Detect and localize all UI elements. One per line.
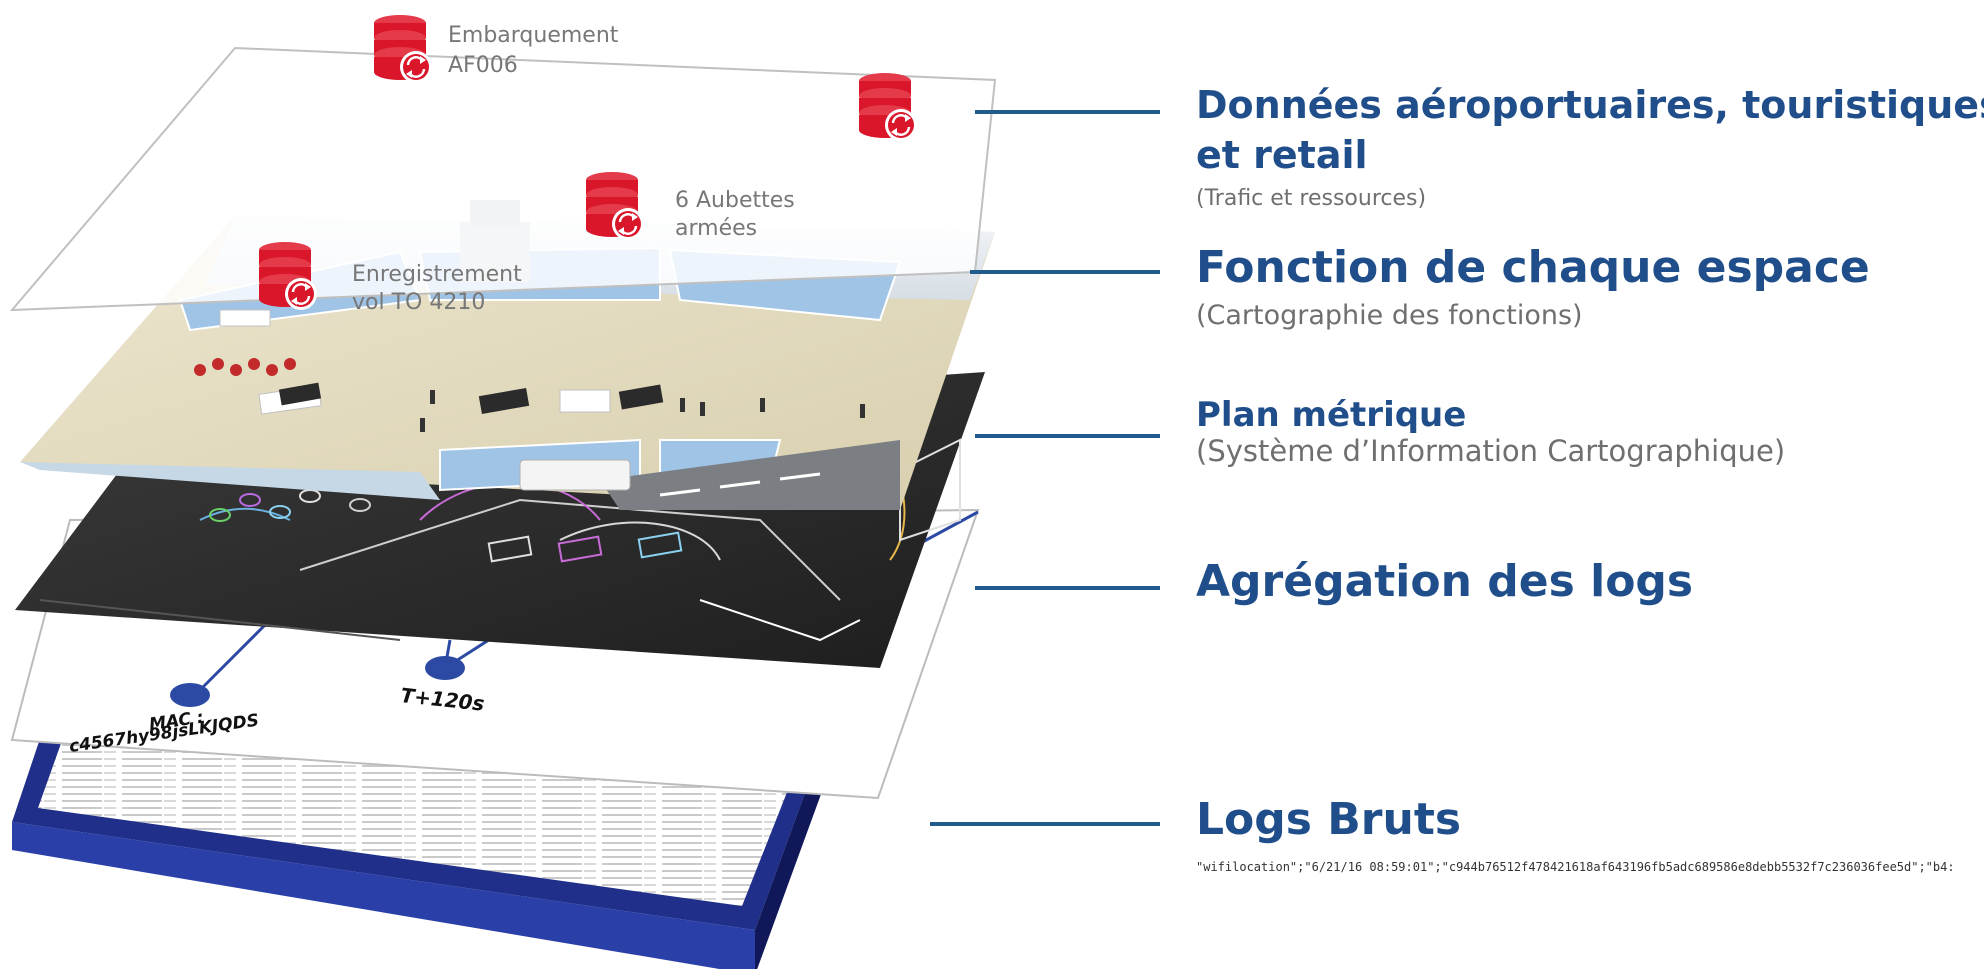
log-node	[425, 656, 465, 680]
db-aubettes: 6 Aubettes armées	[584, 170, 795, 242]
database-sync-icon	[257, 240, 319, 312]
db-boarding-line2: AF006	[448, 53, 518, 78]
db-boarding: Embarquement AF006	[372, 13, 619, 85]
db-checkin: Enregistrement vol TO 4210	[257, 240, 522, 315]
db-boarding-line1: Embarquement	[448, 23, 619, 48]
log-node	[170, 683, 210, 707]
db-checkin-line1: Enregistrement	[352, 262, 522, 287]
db-checkin-line2: vol TO 4210	[352, 290, 485, 315]
log-link	[198, 618, 272, 692]
connectors	[930, 110, 1160, 826]
database-sync-icon	[857, 71, 919, 143]
db-aubettes-line1: 6 Aubettes	[675, 188, 795, 213]
database-sync-icon	[372, 13, 434, 85]
database-sync-icon	[584, 170, 646, 242]
db-top-right	[857, 71, 919, 143]
db-aubettes-line2: armées	[675, 216, 757, 241]
